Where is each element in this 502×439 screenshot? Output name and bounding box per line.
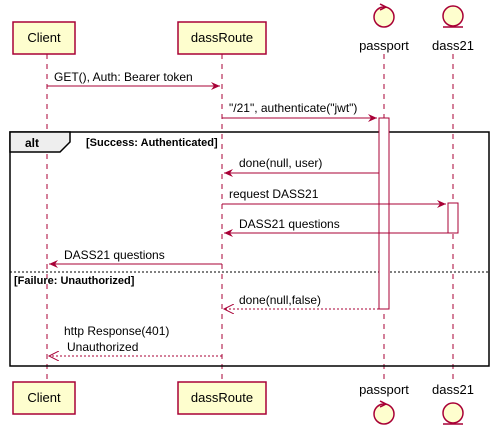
passport-label-bottom: passport xyxy=(359,382,409,397)
client-participant-bottom: Client xyxy=(12,381,76,415)
control-icon xyxy=(373,3,395,28)
passport-participant-top: passport xyxy=(359,3,409,53)
entity-icon xyxy=(442,5,464,28)
dassroute-participant-top: dassRoute xyxy=(177,21,267,55)
passport-activation xyxy=(378,117,390,310)
message-http-401-label-line2: Unauthorized xyxy=(67,340,138,354)
message-authenticate: "/21", authenticate("jwt") xyxy=(222,101,377,122)
control-icon xyxy=(373,400,395,425)
client-label-top: Client xyxy=(27,30,61,45)
alt-guard-success: [Success: Authenticated] xyxy=(86,137,218,149)
client-label-bottom: Client xyxy=(27,390,61,405)
passport-participant-bottom: passport xyxy=(359,382,409,425)
message-get: GET(), Auth: Bearer token xyxy=(47,70,220,90)
message-dass21-questions-client-label: DASS21 questions xyxy=(64,248,165,262)
message-done-false: done(null,false) xyxy=(224,293,379,309)
message-dass21-questions-client: DASS21 questions xyxy=(49,248,222,268)
message-dass21-questions-return-label: DASS21 questions xyxy=(239,217,340,231)
dass21-participant-bottom: dass21 xyxy=(432,382,474,425)
dass21-label-top: dass21 xyxy=(432,38,474,53)
entity-icon xyxy=(442,402,464,425)
dass21-activation xyxy=(447,202,459,234)
alt-keyword: alt xyxy=(25,136,39,150)
client-participant-top: Client xyxy=(12,21,76,55)
dassroute-participant-bottom: dassRoute xyxy=(177,381,267,415)
dass21-participant-top: dass21 xyxy=(432,5,474,53)
passport-label-top: passport xyxy=(359,38,409,53)
message-http-401-label-line1: http Response(401) xyxy=(64,324,169,338)
message-http-401: http Response(401) Unauthorized xyxy=(49,324,222,356)
alt-guard-failure: [Failure: Unauthorized] xyxy=(14,275,135,287)
message-request-dass21-label: request DASS21 xyxy=(229,187,319,201)
message-done-user: done(null, user) xyxy=(224,156,379,177)
dassroute-label-top: dassRoute xyxy=(191,30,253,45)
dassroute-label-bottom: dassRoute xyxy=(191,390,253,405)
dass21-label-bottom: dass21 xyxy=(432,382,474,397)
message-authenticate-label: "/21", authenticate("jwt") xyxy=(229,101,357,115)
message-request-dass21: request DASS21 xyxy=(222,187,446,208)
message-done-user-label: done(null, user) xyxy=(239,156,322,170)
message-dass21-questions-return: DASS21 questions xyxy=(224,217,448,237)
message-done-false-label: done(null,false) xyxy=(239,293,321,307)
alt-fragment: alt [Success: Authenticated] [Failure: U… xyxy=(9,131,490,367)
message-get-label: GET(), Auth: Bearer token xyxy=(54,70,193,84)
